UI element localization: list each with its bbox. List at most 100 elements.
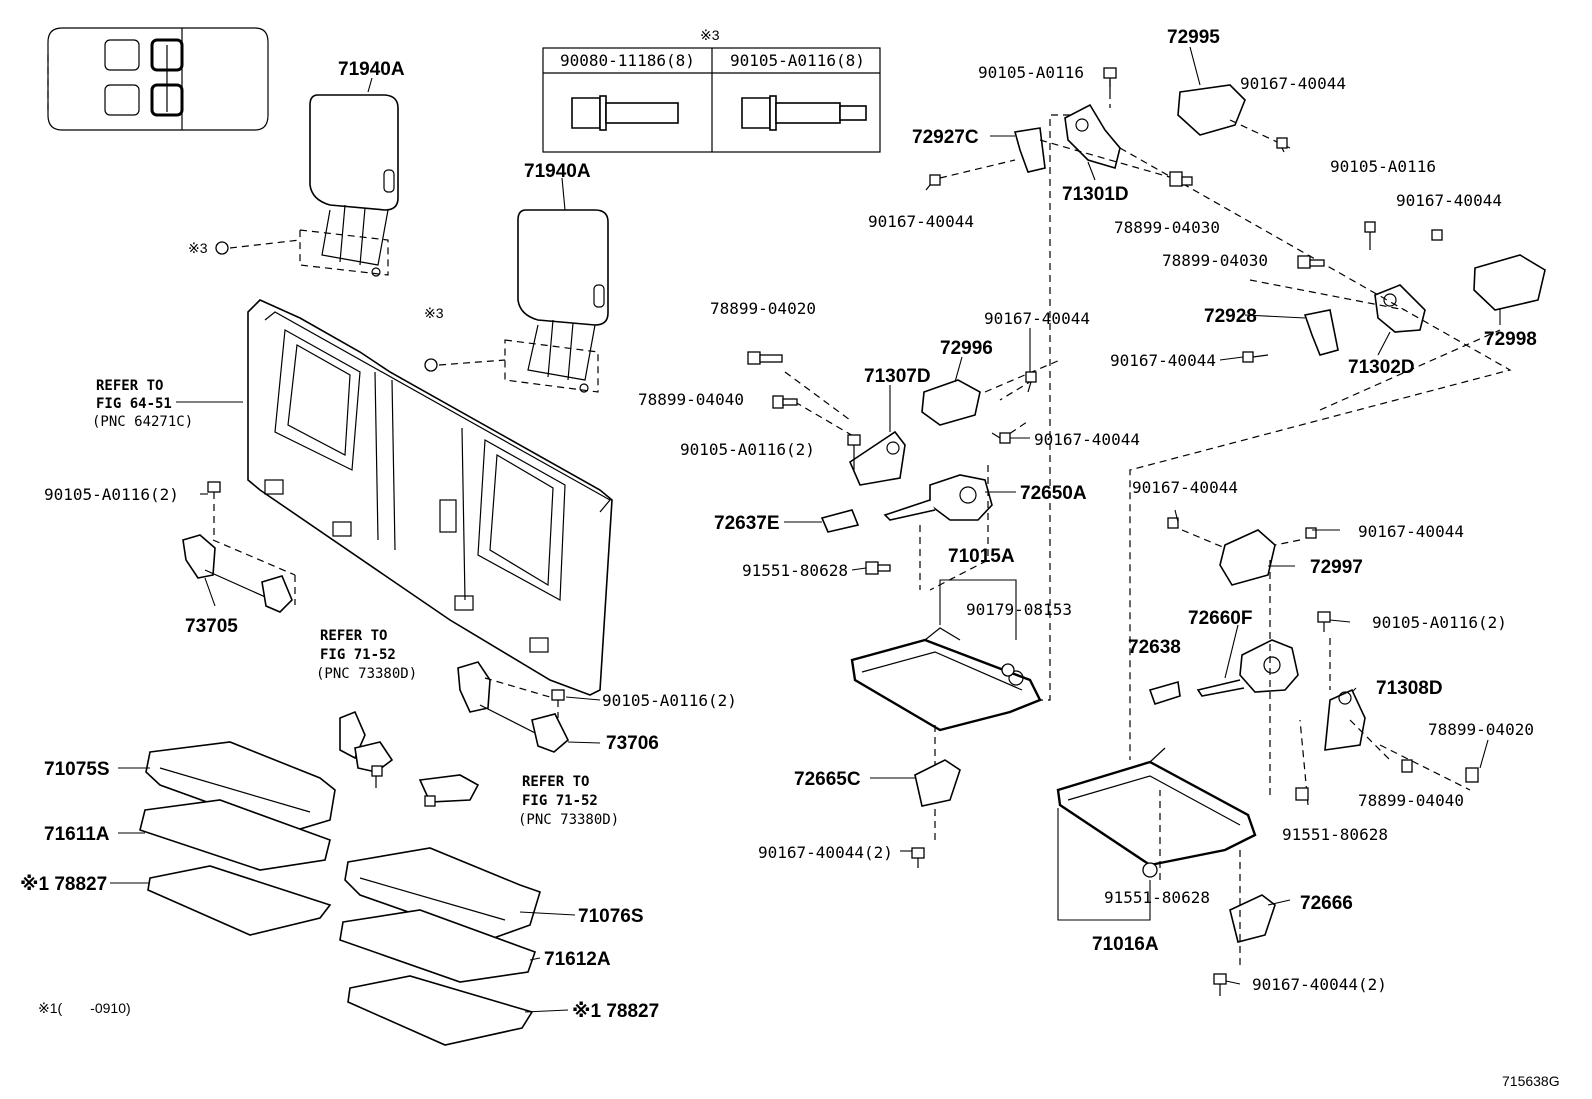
seat-back-icon <box>247 299 613 696</box>
refer-c-line-3: (PNC 73380D) <box>518 812 619 828</box>
cover-72995-icon <box>1177 84 1246 136</box>
cover-72996-icon <box>921 379 981 426</box>
bolt-icon <box>1167 517 1179 529</box>
refer-b-line-2: FIG 71-52 <box>320 647 396 663</box>
cushion-71076S-icon <box>344 847 541 941</box>
label-90167-40044-g: 90167-40044 <box>1132 478 1238 497</box>
bolt-icon <box>1276 137 1288 153</box>
hinge-71302D-icon <box>1374 284 1426 333</box>
label-90105-a0116-2-buckle: 90105-A0116(2) <box>602 691 737 710</box>
seatbelt-refer-parts-icon <box>339 710 480 803</box>
label-91551-80628-a: 91551-80628 <box>742 561 848 580</box>
footnote: ※1( -0910) <box>38 1000 131 1016</box>
bolt-icon <box>1401 759 1413 773</box>
bolt-icon <box>424 795 436 807</box>
frame-71015A-icon <box>850 627 1042 820</box>
handle-72638-icon <box>1148 680 1181 705</box>
hinge-71307D-icon <box>848 430 906 486</box>
diagram-id: 715638G <box>1502 1073 1560 1089</box>
label-78899-04030-a: 78899-04030 <box>1114 218 1220 237</box>
bolt-icon <box>1305 527 1317 539</box>
hinge-71308D-icon <box>1324 688 1366 751</box>
refer-b-line-3: (PNC 73380D) <box>316 666 417 682</box>
cushion-71075S-icon <box>145 741 336 833</box>
recliner-72660F-icon <box>1196 639 1299 697</box>
cover-72998-icon <box>1473 254 1546 311</box>
bolt-icon <box>207 481 221 540</box>
label-72665C: 72665C <box>794 769 861 790</box>
label-71076S: 71076S <box>578 906 644 927</box>
label-71075S: 71075S <box>44 759 110 780</box>
bolt-icon <box>1242 351 1269 363</box>
label-71302D: 71302D <box>1348 357 1415 378</box>
label-90105-a0116-2-right: 90105-A0116(2) <box>1372 613 1507 632</box>
handle-72637E-icon <box>820 509 860 533</box>
label-91551-80628-b: 91551-80628 <box>1282 825 1388 844</box>
label-71612A: 71612A <box>544 949 611 970</box>
label-90167-40044-c: 90167-40044 <box>868 212 974 231</box>
bolt-icon <box>911 847 925 868</box>
headrest-left-icon <box>299 94 399 277</box>
label-72638: 72638 <box>1128 637 1181 658</box>
refer-note-buckle-1: REFER TO FIG 71-52 (PNC 73380D) <box>316 628 417 682</box>
flange-bolt-short-icon <box>571 95 679 131</box>
label-90167-40044-f: 90167-40044 <box>1110 351 1216 370</box>
hinge-71301D-icon <box>1064 103 1121 170</box>
refer-a-line-3: (PNC 64271C) <box>92 414 193 430</box>
label-78827-right: ※1 78827 <box>572 1001 659 1022</box>
refer-c-line-2: FIG 71-52 <box>522 793 598 809</box>
label-72996: 72996 <box>940 338 993 359</box>
label-73705: 73705 <box>185 616 238 637</box>
label-71016A: 71016A <box>1092 934 1159 955</box>
label-73706: 73706 <box>606 733 659 754</box>
bracket-72665C-icon <box>914 759 961 807</box>
label-78827-left: ※1 78827 <box>20 874 107 895</box>
refer-a-line-2: FIG 64-51 <box>96 396 172 412</box>
label-71611A: 71611A <box>44 824 110 845</box>
bolt-icon <box>1431 229 1443 241</box>
vehicle-locator-inset <box>47 27 269 131</box>
label-78899-04020-a: 78899-04020 <box>710 299 816 318</box>
bolt-icon <box>1465 767 1479 783</box>
headrest-right-icon <box>504 209 609 393</box>
headrest-nuts: ※3 ※3 <box>188 239 506 372</box>
bolt-icon <box>1364 221 1376 250</box>
label-78899-04030-b: 78899-04030 <box>1162 251 1268 270</box>
recliner-72650A-icon <box>883 474 993 521</box>
label-72997: 72997 <box>1310 557 1363 578</box>
label-90167-40044-b: 90167-40044 <box>1034 430 1140 449</box>
label-71015A: 71015A <box>948 546 1015 567</box>
label-71308D: 71308D <box>1376 678 1443 699</box>
label-72650A: 72650A <box>1020 483 1087 504</box>
bolt-icon <box>865 561 891 575</box>
label-72995: 72995 <box>1167 27 1220 48</box>
pad-71612A-icon <box>339 909 537 983</box>
label-72637E: 72637E <box>714 513 780 534</box>
bolt-icon <box>772 395 798 409</box>
label-90167-40044-d: 90167-40044 <box>1240 74 1346 93</box>
table-mark: ※3 <box>700 27 720 43</box>
bolt-icon <box>1295 787 1309 801</box>
label-90167-40044-2-a: 90167-40044(2) <box>758 843 893 862</box>
belt-buckle-73705-icon <box>182 534 296 613</box>
label-71307D: 71307D <box>864 366 931 387</box>
label-90105-a0116-b: 90105-A0116 <box>1330 157 1436 176</box>
assembly-guides <box>784 80 1512 970</box>
flange-bolt-long-icon <box>741 95 867 131</box>
bolt-icon <box>1213 973 1227 996</box>
refer-c-line-1: REFER TO <box>522 774 589 790</box>
label-90179-08153: 90179-08153 <box>966 600 1072 619</box>
leader-lines <box>110 46 1501 1013</box>
label-72666: 72666 <box>1300 893 1353 914</box>
label-78899-04020-b: 78899-04020 <box>1428 720 1534 739</box>
bolt-icon <box>1317 611 1331 632</box>
label-90167-40044-e: 90167-40044 <box>1396 191 1502 210</box>
bolt-icon <box>1103 67 1117 92</box>
fasteners <box>207 67 1479 996</box>
cover-72997-icon <box>1219 529 1276 586</box>
bolt-icon <box>371 765 383 777</box>
bolt-icon <box>847 434 861 470</box>
refer-a-line-1: REFER TO <box>96 378 163 394</box>
bolt-icon <box>1001 663 1015 677</box>
